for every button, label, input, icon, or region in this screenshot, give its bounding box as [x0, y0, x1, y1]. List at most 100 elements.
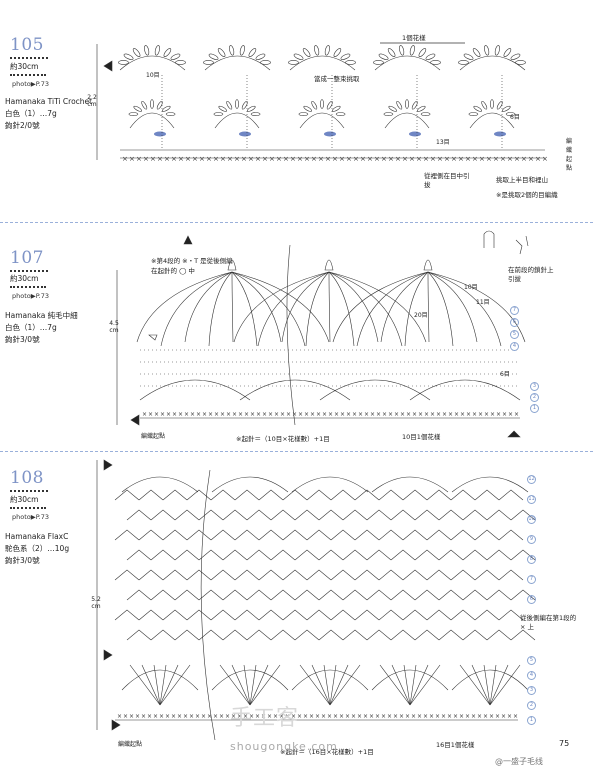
- petal: [133, 105, 142, 112]
- stitch-x: ×: [460, 411, 465, 418]
- stitch-x: ×: [231, 713, 236, 720]
- petal: [118, 60, 129, 65]
- petal: [255, 53, 266, 60]
- stitch-x: ×: [255, 155, 261, 163]
- petal: [463, 53, 474, 60]
- mesh-v: [162, 609, 188, 621]
- stitch-x: ×: [304, 411, 309, 418]
- stitch-x: ×: [405, 713, 410, 720]
- petal: [132, 48, 141, 57]
- row-arch: [139, 379, 251, 401]
- mesh-v: [474, 609, 500, 621]
- stitch-x: ×: [333, 713, 338, 720]
- mesh-v: [222, 629, 248, 641]
- stitch-x: ×: [283, 155, 289, 163]
- stitch-x: ×: [447, 713, 452, 720]
- arch-strand: [328, 271, 379, 343]
- stitch-x: ×: [290, 155, 296, 163]
- mesh-v: [330, 529, 356, 541]
- stitch-x: ×: [514, 155, 520, 163]
- stitch-x: ×: [334, 411, 339, 418]
- stitch-x: ×: [207, 713, 212, 720]
- mesh-v: [438, 589, 464, 601]
- pattern-number: 108: [10, 468, 44, 488]
- stitch-x: ×: [388, 155, 394, 163]
- blue-loop: [154, 131, 166, 137]
- mesh-v: [246, 509, 272, 521]
- stitch-x: ×: [297, 713, 302, 720]
- fan-spoke: [153, 664, 161, 706]
- fan-arc: [469, 112, 515, 129]
- note-two-loops: ※是挑取2個的目編織: [496, 191, 558, 199]
- petal: [302, 48, 311, 57]
- petal: [515, 60, 526, 65]
- start-arrow: [103, 459, 113, 471]
- divider-curve: [286, 244, 296, 426]
- stitch-x: ×: [276, 155, 282, 163]
- stitch-x: ×: [472, 155, 478, 163]
- stitch-x: ×: [129, 713, 134, 720]
- end-arrow: [507, 430, 521, 438]
- mesh-v: [246, 629, 272, 641]
- mesh-v: [258, 609, 284, 621]
- arch-strand: [332, 271, 429, 343]
- mesh-v: [306, 489, 332, 501]
- mesh-v: [354, 529, 380, 541]
- row-number: 7: [510, 306, 519, 315]
- mesh-v: [246, 549, 272, 561]
- stitch-x: ×: [400, 411, 405, 418]
- arch-strand: [427, 271, 430, 343]
- petal: [248, 48, 257, 57]
- mesh-v: [498, 609, 524, 621]
- divider-dots: [10, 507, 46, 509]
- mesh-v: [462, 589, 488, 601]
- arch-strand: [427, 271, 502, 347]
- divider-dots: [10, 74, 46, 76]
- petal: [213, 112, 224, 117]
- watermark-url: shougongke.com: [230, 740, 338, 753]
- stitch-x: ×: [322, 411, 327, 418]
- mesh-v: [126, 629, 152, 641]
- stitch-count-10: 10目: [464, 284, 478, 291]
- mesh-v: [210, 569, 236, 581]
- bottom-fan: [211, 669, 289, 691]
- fan-spoke: [159, 664, 191, 706]
- height-label: 2.2 cm: [87, 94, 97, 108]
- stitch-x: ×: [286, 411, 291, 418]
- stitch-x: ×: [172, 411, 177, 418]
- stitch-x: ×: [227, 155, 233, 163]
- petal: [490, 99, 494, 109]
- arch-strand: [184, 271, 233, 343]
- petal: [484, 45, 490, 56]
- mesh-v: [114, 529, 140, 541]
- stitch-x: ×: [249, 713, 254, 720]
- symbol-loop: [483, 230, 495, 248]
- top-fan: [371, 476, 449, 493]
- stitch-x: ×: [273, 713, 278, 720]
- row-arch: [319, 379, 431, 401]
- stitch-x: ×: [484, 411, 489, 418]
- stitch-x: ×: [213, 155, 219, 163]
- petal: [468, 112, 479, 117]
- fan-spoke: [329, 664, 361, 706]
- row-number: 9: [527, 535, 536, 544]
- stitch-x: ×: [453, 713, 458, 720]
- fan-spoke: [471, 664, 491, 706]
- arch-strand: [328, 271, 355, 347]
- stitch-x: ×: [508, 411, 513, 418]
- stitch-x: ×: [402, 155, 408, 163]
- arch-strand: [231, 271, 258, 347]
- stitch-x: ×: [291, 713, 296, 720]
- stitch-x: ×: [465, 713, 470, 720]
- stitch-x: ×: [507, 155, 513, 163]
- mesh-v: [318, 589, 344, 601]
- top-fan: [451, 476, 529, 493]
- mesh-v: [414, 589, 440, 601]
- petal: [396, 100, 403, 110]
- repeat-label: 16目1個花樣: [436, 741, 475, 749]
- watermark-logo: 手工客: [230, 706, 300, 731]
- mesh-v: [366, 589, 392, 601]
- arch-strand: [356, 271, 429, 347]
- mesh-v: [450, 489, 476, 501]
- yarn: Hamanaka 純毛中細: [5, 311, 78, 320]
